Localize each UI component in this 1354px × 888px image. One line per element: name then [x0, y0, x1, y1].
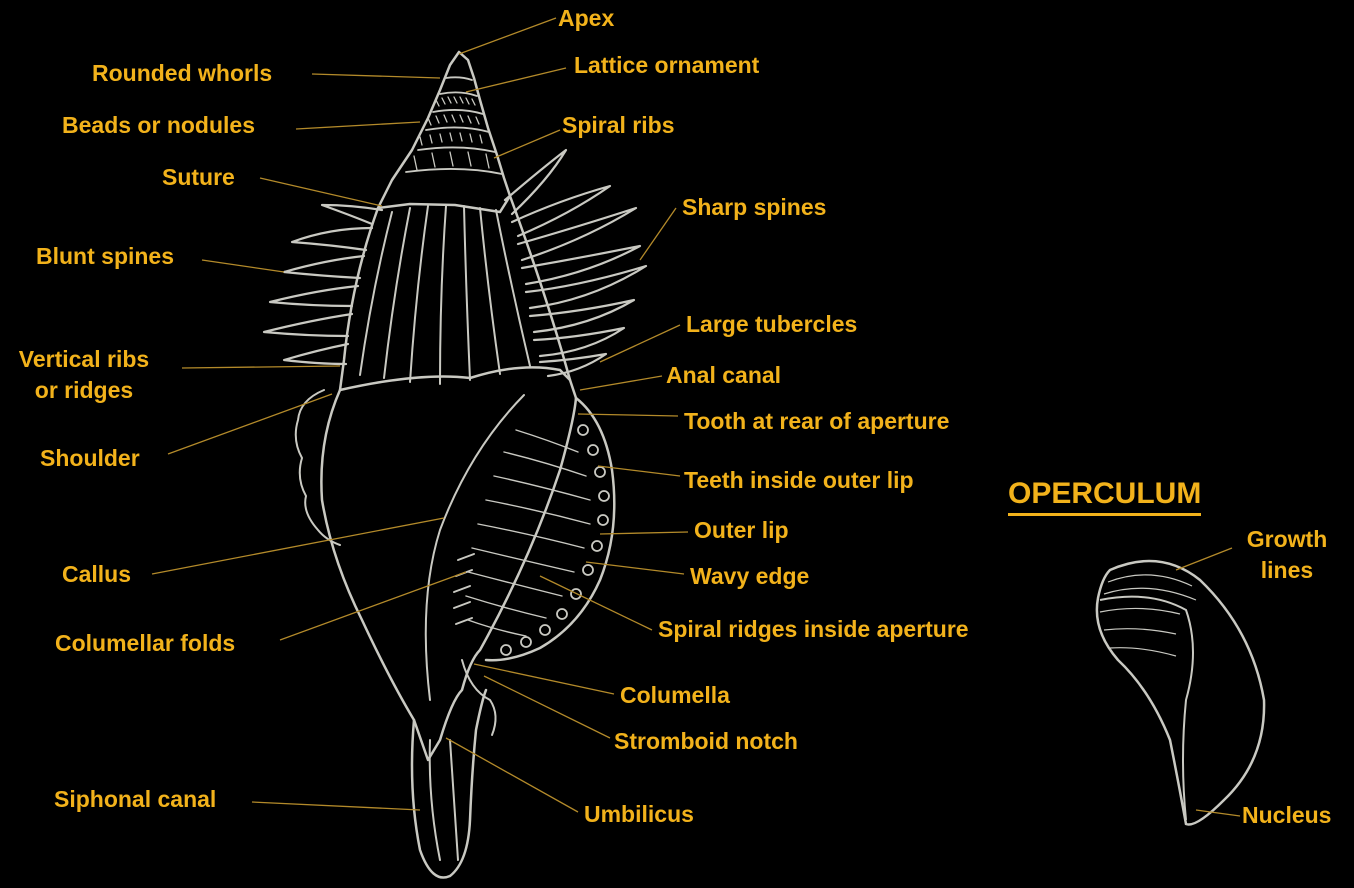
label-shoulder: Shoulder: [40, 443, 140, 474]
label-callus: Callus: [62, 559, 131, 590]
label-nucleus: Nucleus: [1242, 800, 1331, 831]
label-beads-or-nodules: Beads or nodules: [62, 110, 255, 141]
label-tooth-rear-aperture: Tooth at rear of aperture: [684, 406, 949, 437]
label-anal-canal: Anal canal: [666, 360, 781, 391]
label-rounded-whorls: Rounded whorls: [92, 58, 272, 89]
label-growth-lines-line2: lines: [1232, 555, 1342, 586]
label-blunt-spines: Blunt spines: [36, 241, 174, 272]
label-teeth-outer-lip: Teeth inside outer lip: [684, 465, 914, 496]
label-wavy-edge: Wavy edge: [690, 561, 809, 592]
label-lattice-ornament: Lattice ornament: [574, 50, 759, 81]
label-siphonal-canal: Siphonal canal: [54, 784, 216, 815]
label-vertical-ribs: Vertical ribs or ridges: [12, 344, 156, 406]
label-vertical-ribs-line2: or ridges: [12, 375, 156, 406]
operculum-title: OPERCULUM: [1008, 476, 1201, 516]
label-apex: Apex: [558, 3, 614, 34]
shell-drawing: [264, 52, 646, 878]
label-spiral-ridges-aperture: Spiral ridges inside aperture: [658, 614, 969, 645]
label-growth-lines-line1: Growth: [1232, 524, 1342, 555]
label-vertical-ribs-line1: Vertical ribs: [12, 344, 156, 375]
label-spiral-ribs: Spiral ribs: [562, 110, 674, 141]
label-sharp-spines: Sharp spines: [682, 192, 826, 223]
label-outer-lip: Outer lip: [694, 515, 789, 546]
label-suture: Suture: [162, 162, 235, 193]
label-growth-lines: Growth lines: [1232, 524, 1342, 586]
label-columella: Columella: [620, 680, 730, 711]
label-large-tubercles: Large tubercles: [686, 309, 857, 340]
label-stromboid-notch: Stromboid notch: [614, 726, 798, 757]
operculum-drawing: [1097, 561, 1264, 824]
label-umbilicus: Umbilicus: [584, 799, 694, 830]
label-columellar-folds: Columellar folds: [55, 628, 235, 659]
